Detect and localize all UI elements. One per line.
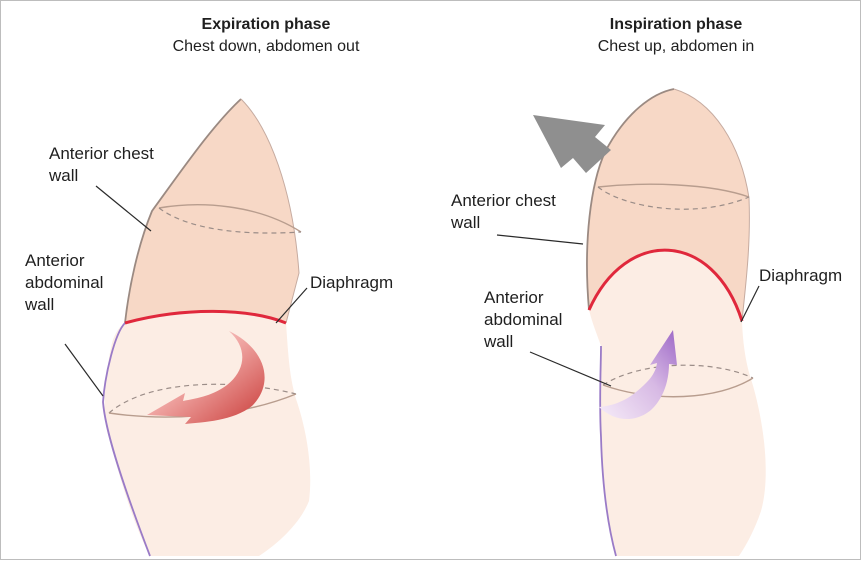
left-chest-pointer <box>96 186 151 231</box>
left-abdomen-pointer <box>65 344 103 396</box>
right-abdomen-pointer <box>530 352 611 386</box>
right-abdominal-wall-label-line3: wall <box>484 331 513 353</box>
left-panel-subtitle: Chest down, abdomen out <box>119 37 413 57</box>
left-diaphragm-label: Diaphragm <box>310 272 393 294</box>
right-diaphragm-label: Diaphragm <box>759 265 842 287</box>
left-abdominal-wall-label-line1: Anterior <box>25 250 85 272</box>
left-chest-wall-label-line1: Anterior chest <box>49 143 154 165</box>
right-panel-subtitle: Chest up, abdomen in <box>529 37 823 57</box>
left-abdomen-region <box>105 313 311 556</box>
left-panel-title: Expiration phase <box>156 15 376 35</box>
left-torso <box>65 99 310 556</box>
left-abdominal-wall-label-line3: wall <box>25 294 54 316</box>
right-abdominal-wall-label-line1: Anterior <box>484 287 544 309</box>
right-chest-pointer <box>497 235 583 244</box>
right-chest-wall-label-line1: Anterior chest <box>451 190 556 212</box>
right-chest-wall-label-line2: wall <box>451 212 480 234</box>
right-abdominal-wall-label-line2: abdominal <box>484 309 562 331</box>
left-abdominal-wall-label-line2: abdominal <box>25 272 103 294</box>
left-chest-wall-label-line2: wall <box>49 165 78 187</box>
right-panel-title: Inspiration phase <box>566 15 786 35</box>
